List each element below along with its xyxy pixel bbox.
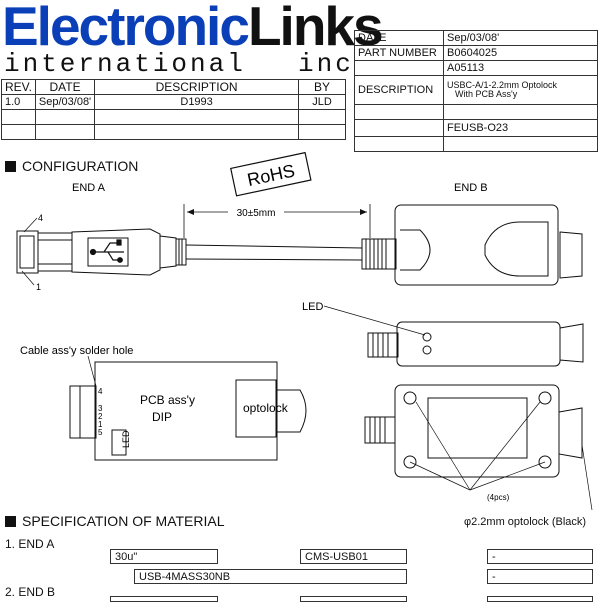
section-marker-2 (5, 515, 16, 527)
by-cell: JLD (298, 94, 346, 110)
company-logo: ElectronicLinks (2, 0, 384, 54)
description-value: USBC-A/1-2.2mm Optolock With PCB Ass'y (443, 75, 598, 105)
rev-cell: 1.0 (1, 94, 36, 110)
date-cell: Sep/03/08' (34, 94, 96, 110)
description-line-1: USBC-A/1-2.2mm Optolock (447, 80, 558, 90)
end-b-cell-2 (300, 596, 407, 602)
date-header: DATE (34, 79, 96, 95)
strain-relief-a (175, 238, 187, 266)
section-marker (5, 160, 16, 172)
info-table: DATE Sep/03/08' PART NUMBER B0604025 A05… (354, 30, 598, 152)
configuration-title: CONFIGURATION (22, 158, 139, 174)
end-a-model: USB-4MASS30NB (134, 569, 407, 584)
screw-icons (403, 391, 552, 469)
configuration-drawing: RoHS END A END B 30±5mm 4 1 (16, 151, 593, 510)
rohs-stamp: RoHS (230, 151, 312, 197)
specification-title: SPECIFICATION OF MATERIAL (22, 513, 225, 529)
pcb-pin-2: 2 (98, 412, 103, 421)
revision-table: REV. DATE DESCRIPTION BY 1.0 Sep/03/08' … (1, 79, 346, 140)
pcb-pin-3: 3 (98, 404, 103, 413)
date-label: DATE (354, 30, 444, 46)
led-label: LED (302, 301, 323, 313)
pcb-label-line-2: DIP (152, 410, 172, 424)
by-header: BY (298, 79, 346, 95)
length-dimension: 30±5mm (237, 208, 276, 219)
rohs-text: RoHS (245, 160, 296, 190)
end-b-side-view (367, 321, 584, 367)
logo-subtitle: international (4, 49, 246, 79)
end-b-cell-3 (487, 596, 593, 602)
part-number-value-2: A05113 (443, 60, 598, 76)
end-a-note: - (487, 549, 593, 564)
pin-4-label: 4 (38, 213, 43, 223)
item-end-a: 1. END A (5, 537, 55, 551)
screw-count-label: (4pcs) (487, 493, 510, 502)
description-header: DESCRIPTION (94, 79, 299, 95)
product-code: FEUSB-O23 (443, 119, 598, 137)
pin-1-label: 1 (36, 282, 41, 292)
item-end-b: 2. END B (5, 585, 56, 599)
part-number-value: B0604025 (443, 45, 598, 61)
optolock-note: φ2.2mm optolock (Black) (464, 516, 587, 528)
end-a-label: END A (72, 182, 106, 194)
rev-header: REV. (1, 79, 36, 95)
solder-hole-label: Cable ass'y solder hole (20, 345, 133, 357)
screw-leaders (409, 401, 546, 491)
pcb-assembly (69, 361, 307, 461)
description-line-2: With PCB Ass'y (455, 89, 518, 99)
configuration-heading: CONFIGURATION (5, 158, 138, 174)
description-cell: D1993 (94, 94, 299, 110)
pcb-pin-1: 1 (98, 420, 103, 429)
pcb-led-label: LED (121, 430, 131, 448)
logo-subtitle-inc: inc (298, 49, 354, 79)
part-number-label: PART NUMBER (354, 45, 444, 61)
logo-text-electronic: Electronic (2, 0, 250, 57)
end-b-label: END B (454, 182, 488, 194)
end-b-bottom-view (364, 384, 583, 478)
pcb-pin-5: 5 (98, 428, 103, 437)
description-label: DESCRIPTION (354, 75, 444, 105)
usb-icon (89, 239, 124, 263)
end-a-part: CMS-USB01 (300, 549, 407, 564)
end-a-model-note: - (487, 569, 593, 584)
specification-heading: SPECIFICATION OF MATERIAL (5, 513, 225, 529)
cable-bottom (185, 258, 363, 261)
date-value: Sep/03/08' (443, 30, 598, 46)
end-b-top-view (361, 204, 583, 286)
pcb-label-line-1: PCB ass'y (140, 393, 195, 407)
cable-top (185, 244, 363, 249)
pcb-pin-4: 4 (98, 387, 103, 396)
end-b-cell-1 (110, 596, 218, 602)
end-a-plating: 30u" (110, 549, 218, 564)
optolock-label: optolock (243, 401, 289, 415)
